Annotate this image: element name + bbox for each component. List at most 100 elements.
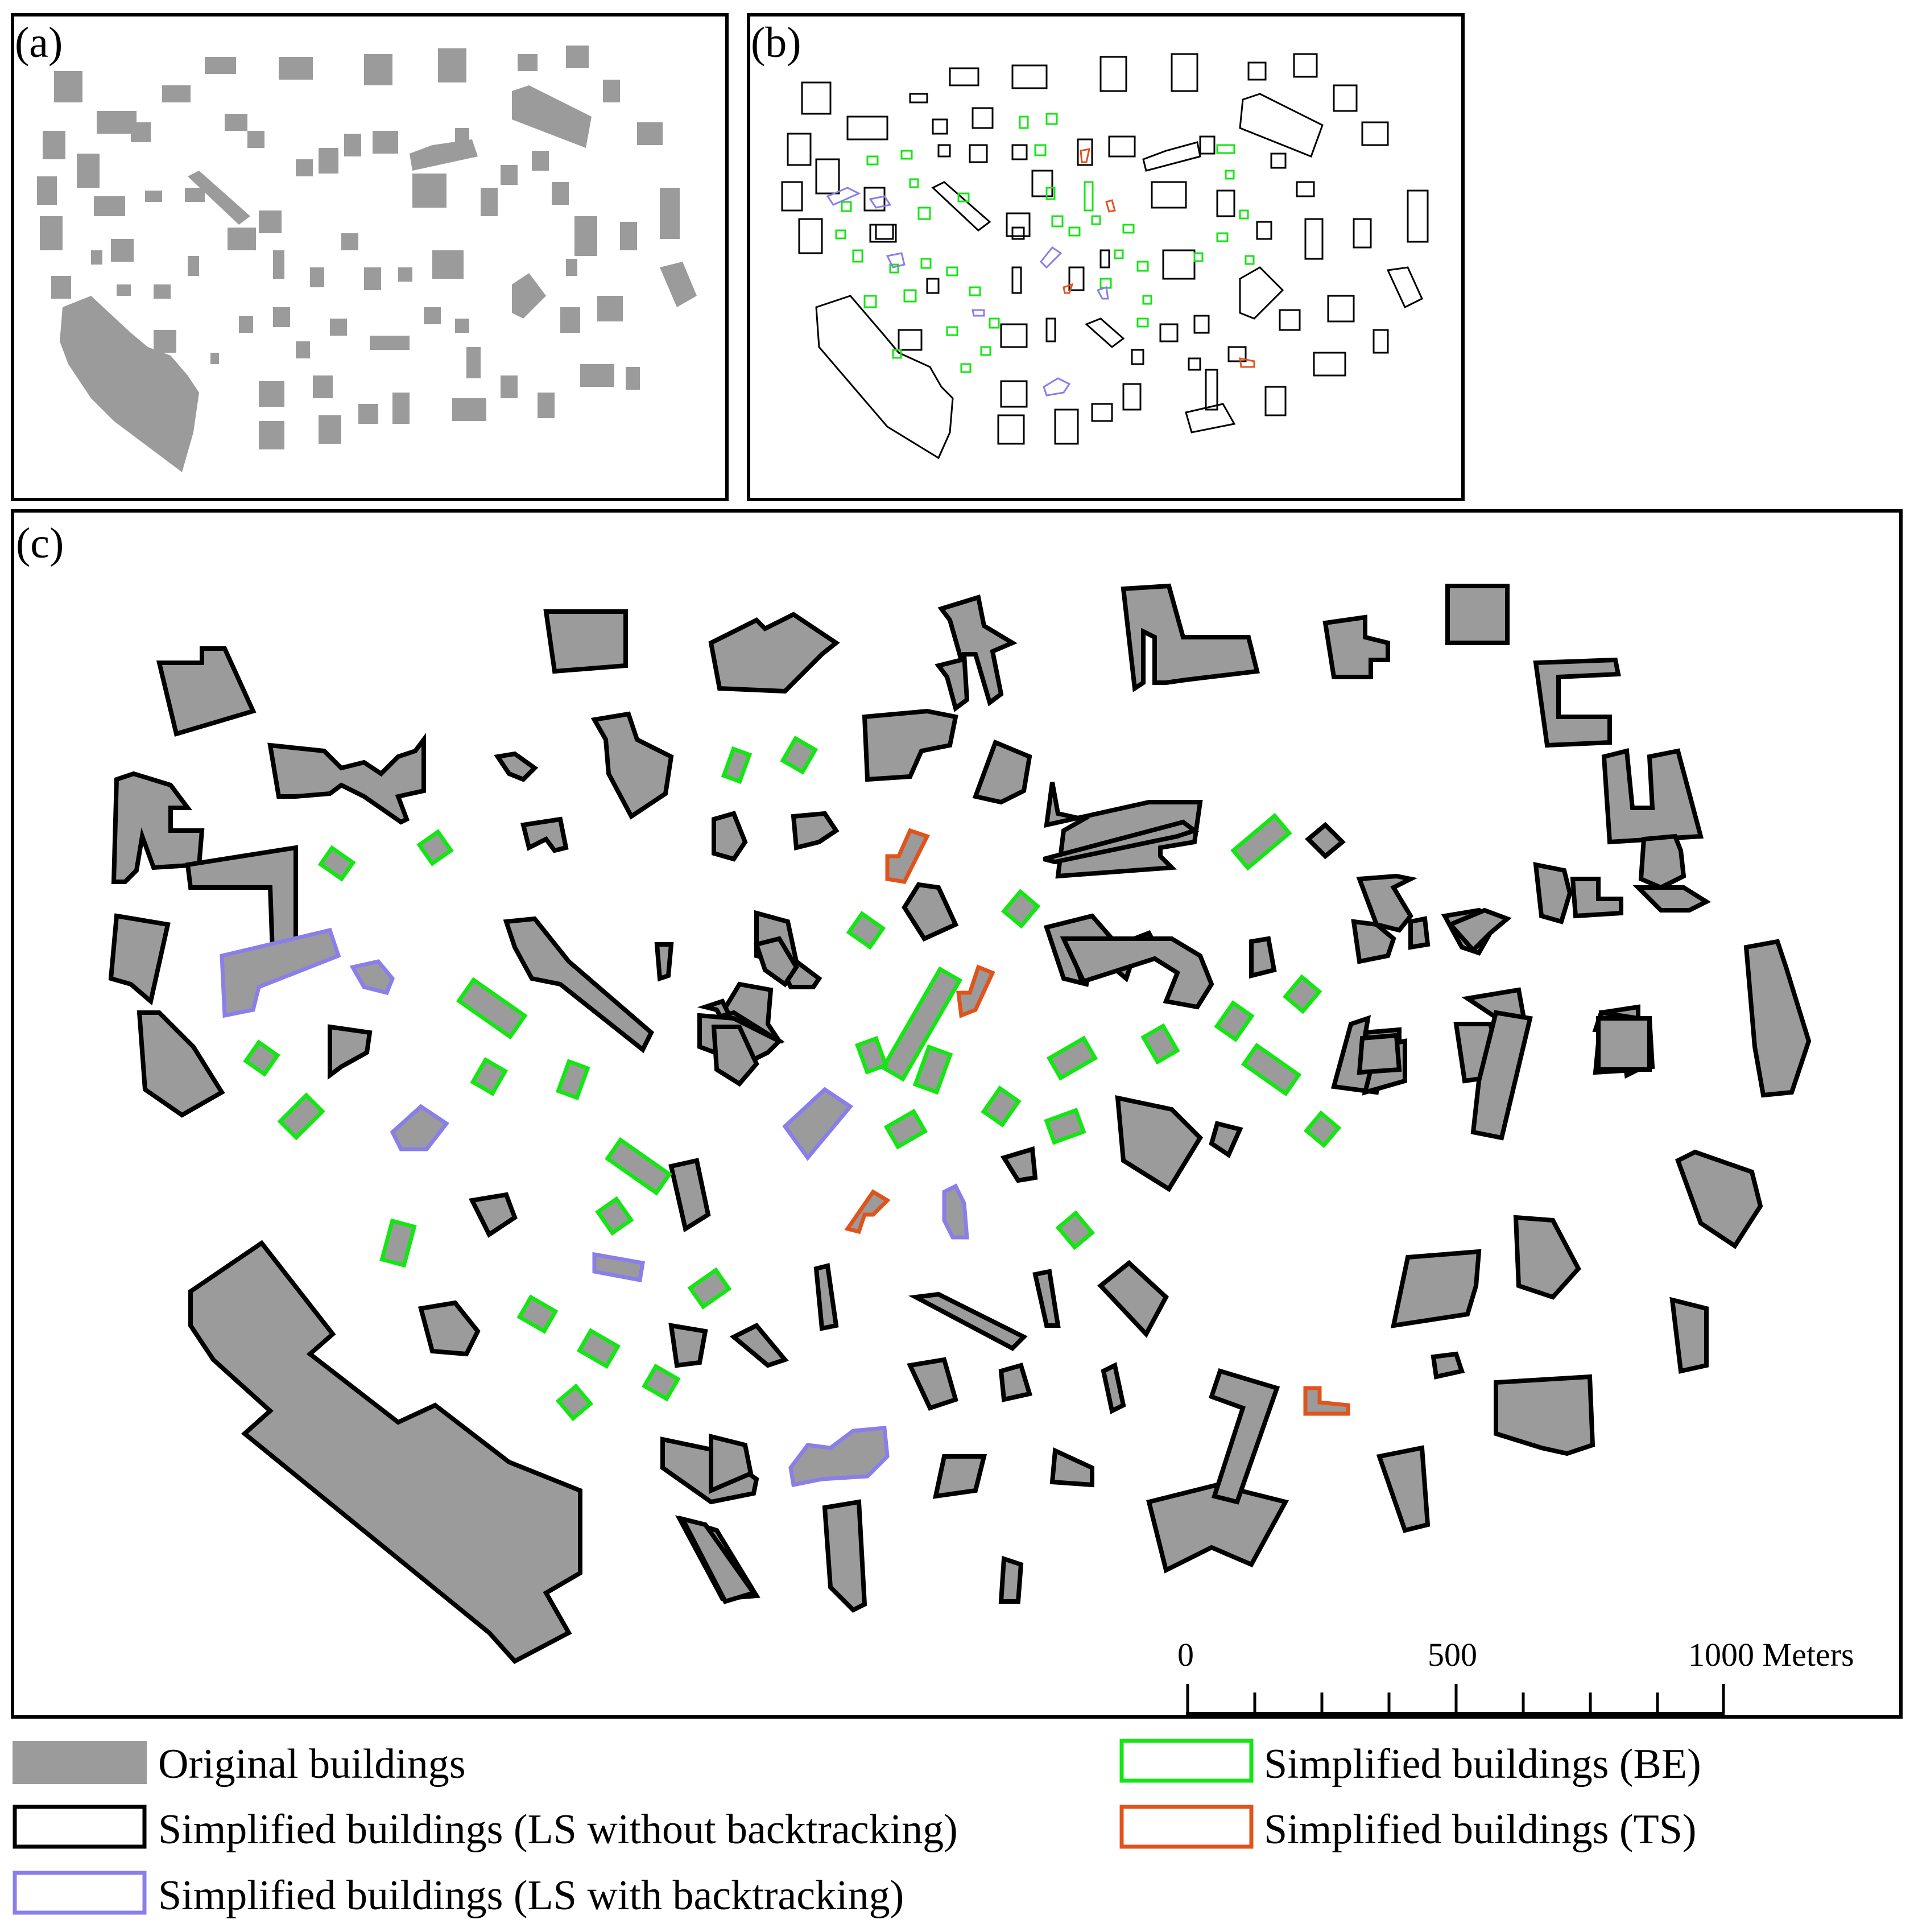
building [1638, 833, 1686, 890]
building [981, 1085, 1022, 1128]
building [678, 1515, 758, 1604]
building [1303, 1110, 1342, 1149]
building [1208, 1368, 1280, 1505]
building-outline [1333, 84, 1358, 112]
building-outline [1216, 189, 1235, 217]
building [438, 48, 466, 82]
building [37, 176, 57, 205]
building [364, 267, 381, 290]
building-outline [989, 317, 1000, 329]
building-outline [949, 67, 979, 86]
building [108, 913, 171, 1006]
building [154, 330, 176, 353]
legend-label-ls-without: Simplified buildings (LS without backtra… [158, 1806, 958, 1853]
building-outline [892, 349, 902, 359]
building-outline [1279, 309, 1301, 331]
building [1675, 1149, 1763, 1249]
building-outline [826, 187, 861, 206]
building [603, 80, 620, 102]
building [885, 828, 930, 884]
building-outline [1136, 317, 1149, 328]
building [813, 1263, 839, 1331]
panel-a-label: (a) [15, 19, 63, 67]
building [145, 191, 162, 202]
building-outline [815, 158, 840, 195]
building [319, 415, 341, 444]
building [660, 188, 680, 239]
panel-b-ls-with [826, 187, 1109, 397]
building [880, 966, 963, 1082]
building [1494, 1374, 1595, 1456]
building-outline [972, 309, 985, 317]
building [709, 1433, 754, 1495]
building [518, 54, 538, 71]
building [902, 882, 959, 942]
building-outline [1407, 189, 1429, 243]
building [185, 188, 205, 202]
building [620, 222, 637, 250]
building-outline [1105, 199, 1116, 213]
building [538, 393, 555, 418]
building [956, 964, 995, 1018]
building [555, 1383, 594, 1422]
building [379, 1218, 417, 1268]
building-outline [1099, 56, 1127, 92]
building [1669, 1297, 1709, 1374]
building-outline [1327, 295, 1355, 323]
building-outline [903, 289, 917, 303]
building [520, 816, 569, 853]
legend-swatch-be [1119, 1739, 1254, 1783]
building [131, 122, 151, 142]
building-outline [1000, 323, 1028, 348]
building [668, 1323, 708, 1368]
building [1001, 889, 1041, 929]
building-outline [1122, 224, 1135, 234]
building [791, 811, 840, 851]
building [566, 46, 589, 68]
building [668, 1158, 711, 1233]
legend-swatch-ts [1119, 1805, 1254, 1849]
building [319, 148, 338, 174]
building-outline [1131, 349, 1144, 365]
building [317, 845, 356, 882]
building [392, 393, 410, 424]
building [259, 421, 284, 449]
building [721, 746, 753, 785]
building [456, 977, 528, 1040]
building [501, 375, 518, 398]
building [494, 751, 539, 782]
building-outline [946, 326, 958, 336]
building-outline [1185, 403, 1236, 434]
building [94, 196, 125, 216]
building-outline [1313, 352, 1346, 377]
building-outline [909, 93, 928, 104]
panel-b-frame [747, 13, 1465, 501]
building-outline [960, 363, 972, 373]
building [349, 959, 395, 996]
building-outline [917, 207, 931, 220]
building [908, 1291, 1028, 1351]
building-outline [798, 218, 823, 254]
building [111, 771, 205, 884]
building [1140, 1023, 1180, 1065]
panel-c-ts [844, 828, 1350, 1416]
legend-swatch-ls-with [13, 1871, 147, 1915]
building-outline [801, 81, 832, 115]
building [1241, 1042, 1302, 1097]
building-outline [866, 155, 879, 166]
building-outline [1011, 226, 1025, 240]
building-outline [1077, 138, 1093, 166]
building-outline [1034, 144, 1047, 156]
building [279, 57, 313, 80]
building-outline [815, 295, 954, 460]
building-outline [1199, 135, 1216, 155]
building [708, 612, 840, 694]
building [162, 85, 191, 102]
panel-b-ls-without [781, 53, 1429, 460]
building [543, 609, 628, 674]
building [998, 1555, 1024, 1604]
building [455, 128, 469, 148]
building [210, 353, 219, 364]
legend-item-be: Simplified buildings (BE) [1119, 1739, 1701, 1787]
building [1043, 819, 1200, 865]
